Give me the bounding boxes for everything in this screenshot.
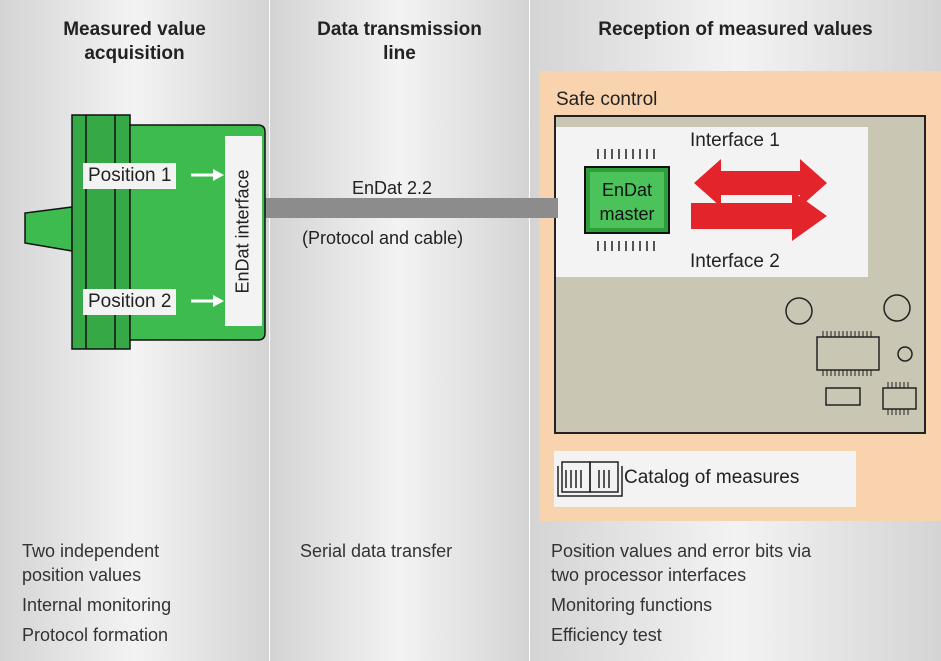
board-hole-3 [897, 346, 913, 362]
position1-arrow-icon [213, 169, 224, 181]
endat-master-chip: EnDat master [584, 166, 670, 234]
cable-description-label: (Protocol and cable) [302, 228, 464, 248]
board-component-small [825, 387, 861, 406]
board-ic-large-pins [822, 331, 872, 376]
master-line1: EnDat [601, 180, 653, 200]
book-icon [557, 461, 623, 497]
catalog-label: Catalog of measures [624, 467, 800, 488]
reception-items: Position values and error bits via two p… [551, 541, 812, 645]
safe-control-title: Safe control [556, 89, 658, 110]
board-ic-small [882, 387, 917, 410]
bidirectional-arrow-icon [694, 159, 827, 207]
header-transmission: Data transmission line [317, 19, 482, 64]
chip-pins-top [597, 149, 655, 159]
board-hole-1 [785, 297, 813, 325]
header-reception: Reception of measured values [598, 19, 873, 40]
cable-protocol-label: EnDat 2.2 [352, 178, 433, 198]
endat-interface-label: EnDat interface [233, 168, 254, 294]
column-transmission-bg [270, 0, 529, 661]
output-arrow-icon [691, 191, 827, 241]
header-acquisition: Measured value acquisition [63, 19, 206, 64]
interface2-label: Interface 2 [690, 251, 780, 272]
interface1-label: Interface 1 [690, 130, 780, 151]
acquisition-items: Two independent position values Internal… [22, 541, 172, 645]
master-line2: master [599, 204, 655, 224]
board-ic-large [816, 336, 880, 371]
position1-label: Position 1 [83, 163, 177, 189]
chip-pins-bottom [597, 241, 655, 251]
position2-label: Position 2 [83, 289, 177, 315]
board-ic-small-pins [887, 382, 909, 415]
endat-interface-strip [225, 136, 262, 326]
board-hole-2 [883, 294, 911, 322]
encoder-shaft [24, 206, 73, 252]
transmission-items: Serial data transfer [300, 541, 453, 561]
position2-arrow-icon [213, 295, 224, 307]
endat-cable [264, 198, 558, 218]
